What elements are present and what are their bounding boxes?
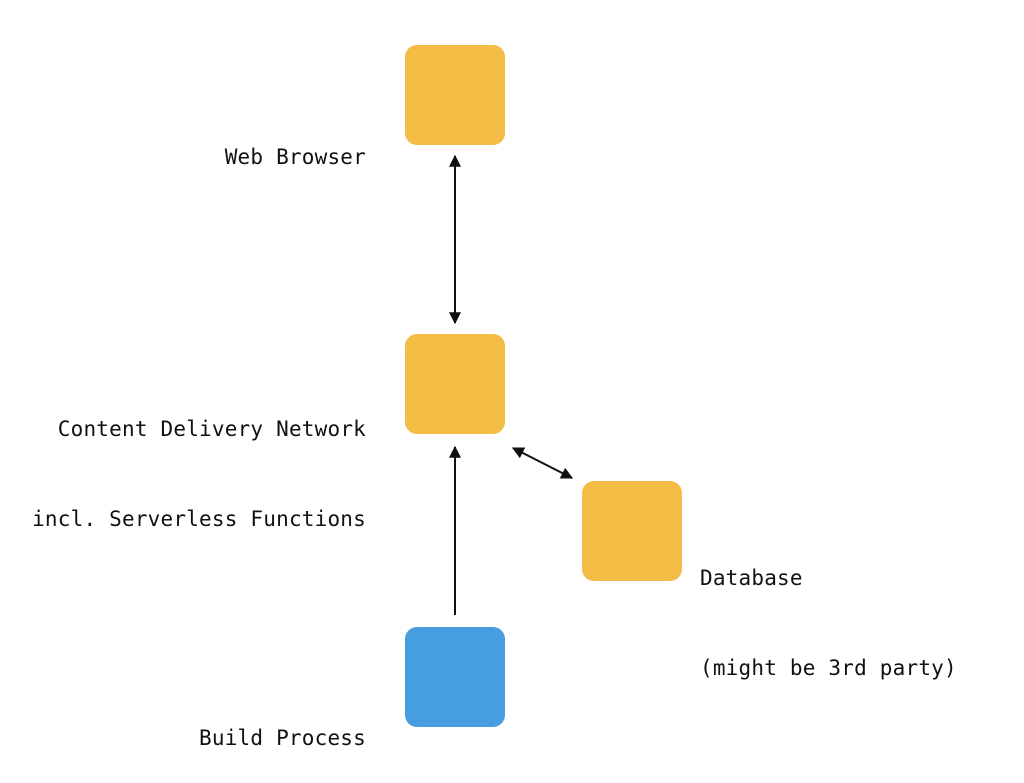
node-build-process: [405, 627, 505, 727]
node-web-browser: [405, 45, 505, 145]
label-build-process-line: Build Process: [199, 726, 366, 750]
node-database: [582, 481, 682, 581]
label-web-browser-line: Web Browser: [224, 145, 366, 169]
label-database-line-1: Database: [700, 566, 803, 590]
label-web-browser: Web Browser: [225, 82, 366, 202]
edge-cdn-database: [511, 447, 574, 479]
label-cdn-line-2: incl. Serverless Functions: [32, 507, 366, 531]
label-cdn-line-1: Content Delivery Network: [57, 417, 366, 441]
label-build-process: Build Process: [199, 663, 366, 783]
label-database: Database (might be 3rd party): [700, 503, 957, 713]
node-content-delivery-network: [405, 334, 505, 434]
label-content-delivery-network: Content Delivery Network incl. Serverles…: [32, 354, 366, 564]
label-database-line-2: (might be 3rd party): [700, 656, 957, 680]
